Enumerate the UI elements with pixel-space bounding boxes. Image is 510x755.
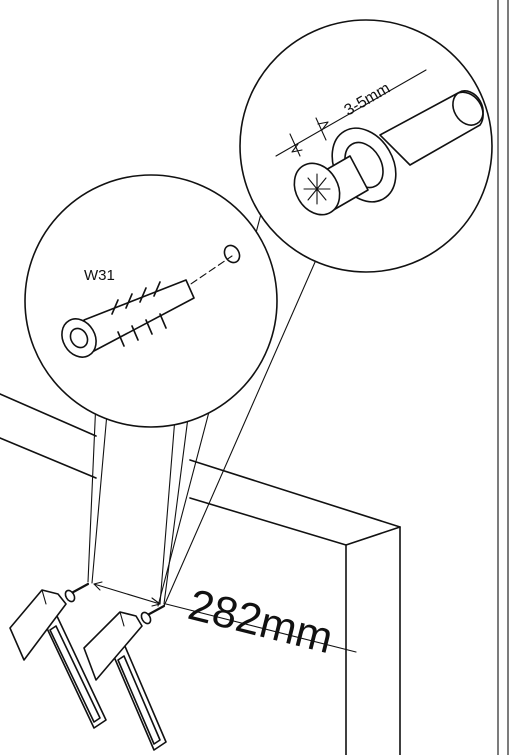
- hammer-icon: [9, 589, 167, 751]
- wall-panel: [0, 393, 401, 755]
- page-border: [497, 0, 509, 755]
- wall-screws: [64, 582, 166, 625]
- spacing-dimension-label: 282mm: [184, 580, 338, 663]
- wall-plug-detail: W31: [24, 174, 278, 428]
- hammer-left: [9, 589, 107, 729]
- wall-plug-icon: [61, 244, 241, 358]
- gap-dimension: [275, 69, 427, 157]
- screw-icon: [293, 90, 484, 216]
- part-code-label: W31: [84, 267, 115, 284]
- screw-detail: 3-5mm: [239, 19, 493, 273]
- spacing-dimension: [93, 581, 357, 653]
- hammer-right: [83, 611, 167, 751]
